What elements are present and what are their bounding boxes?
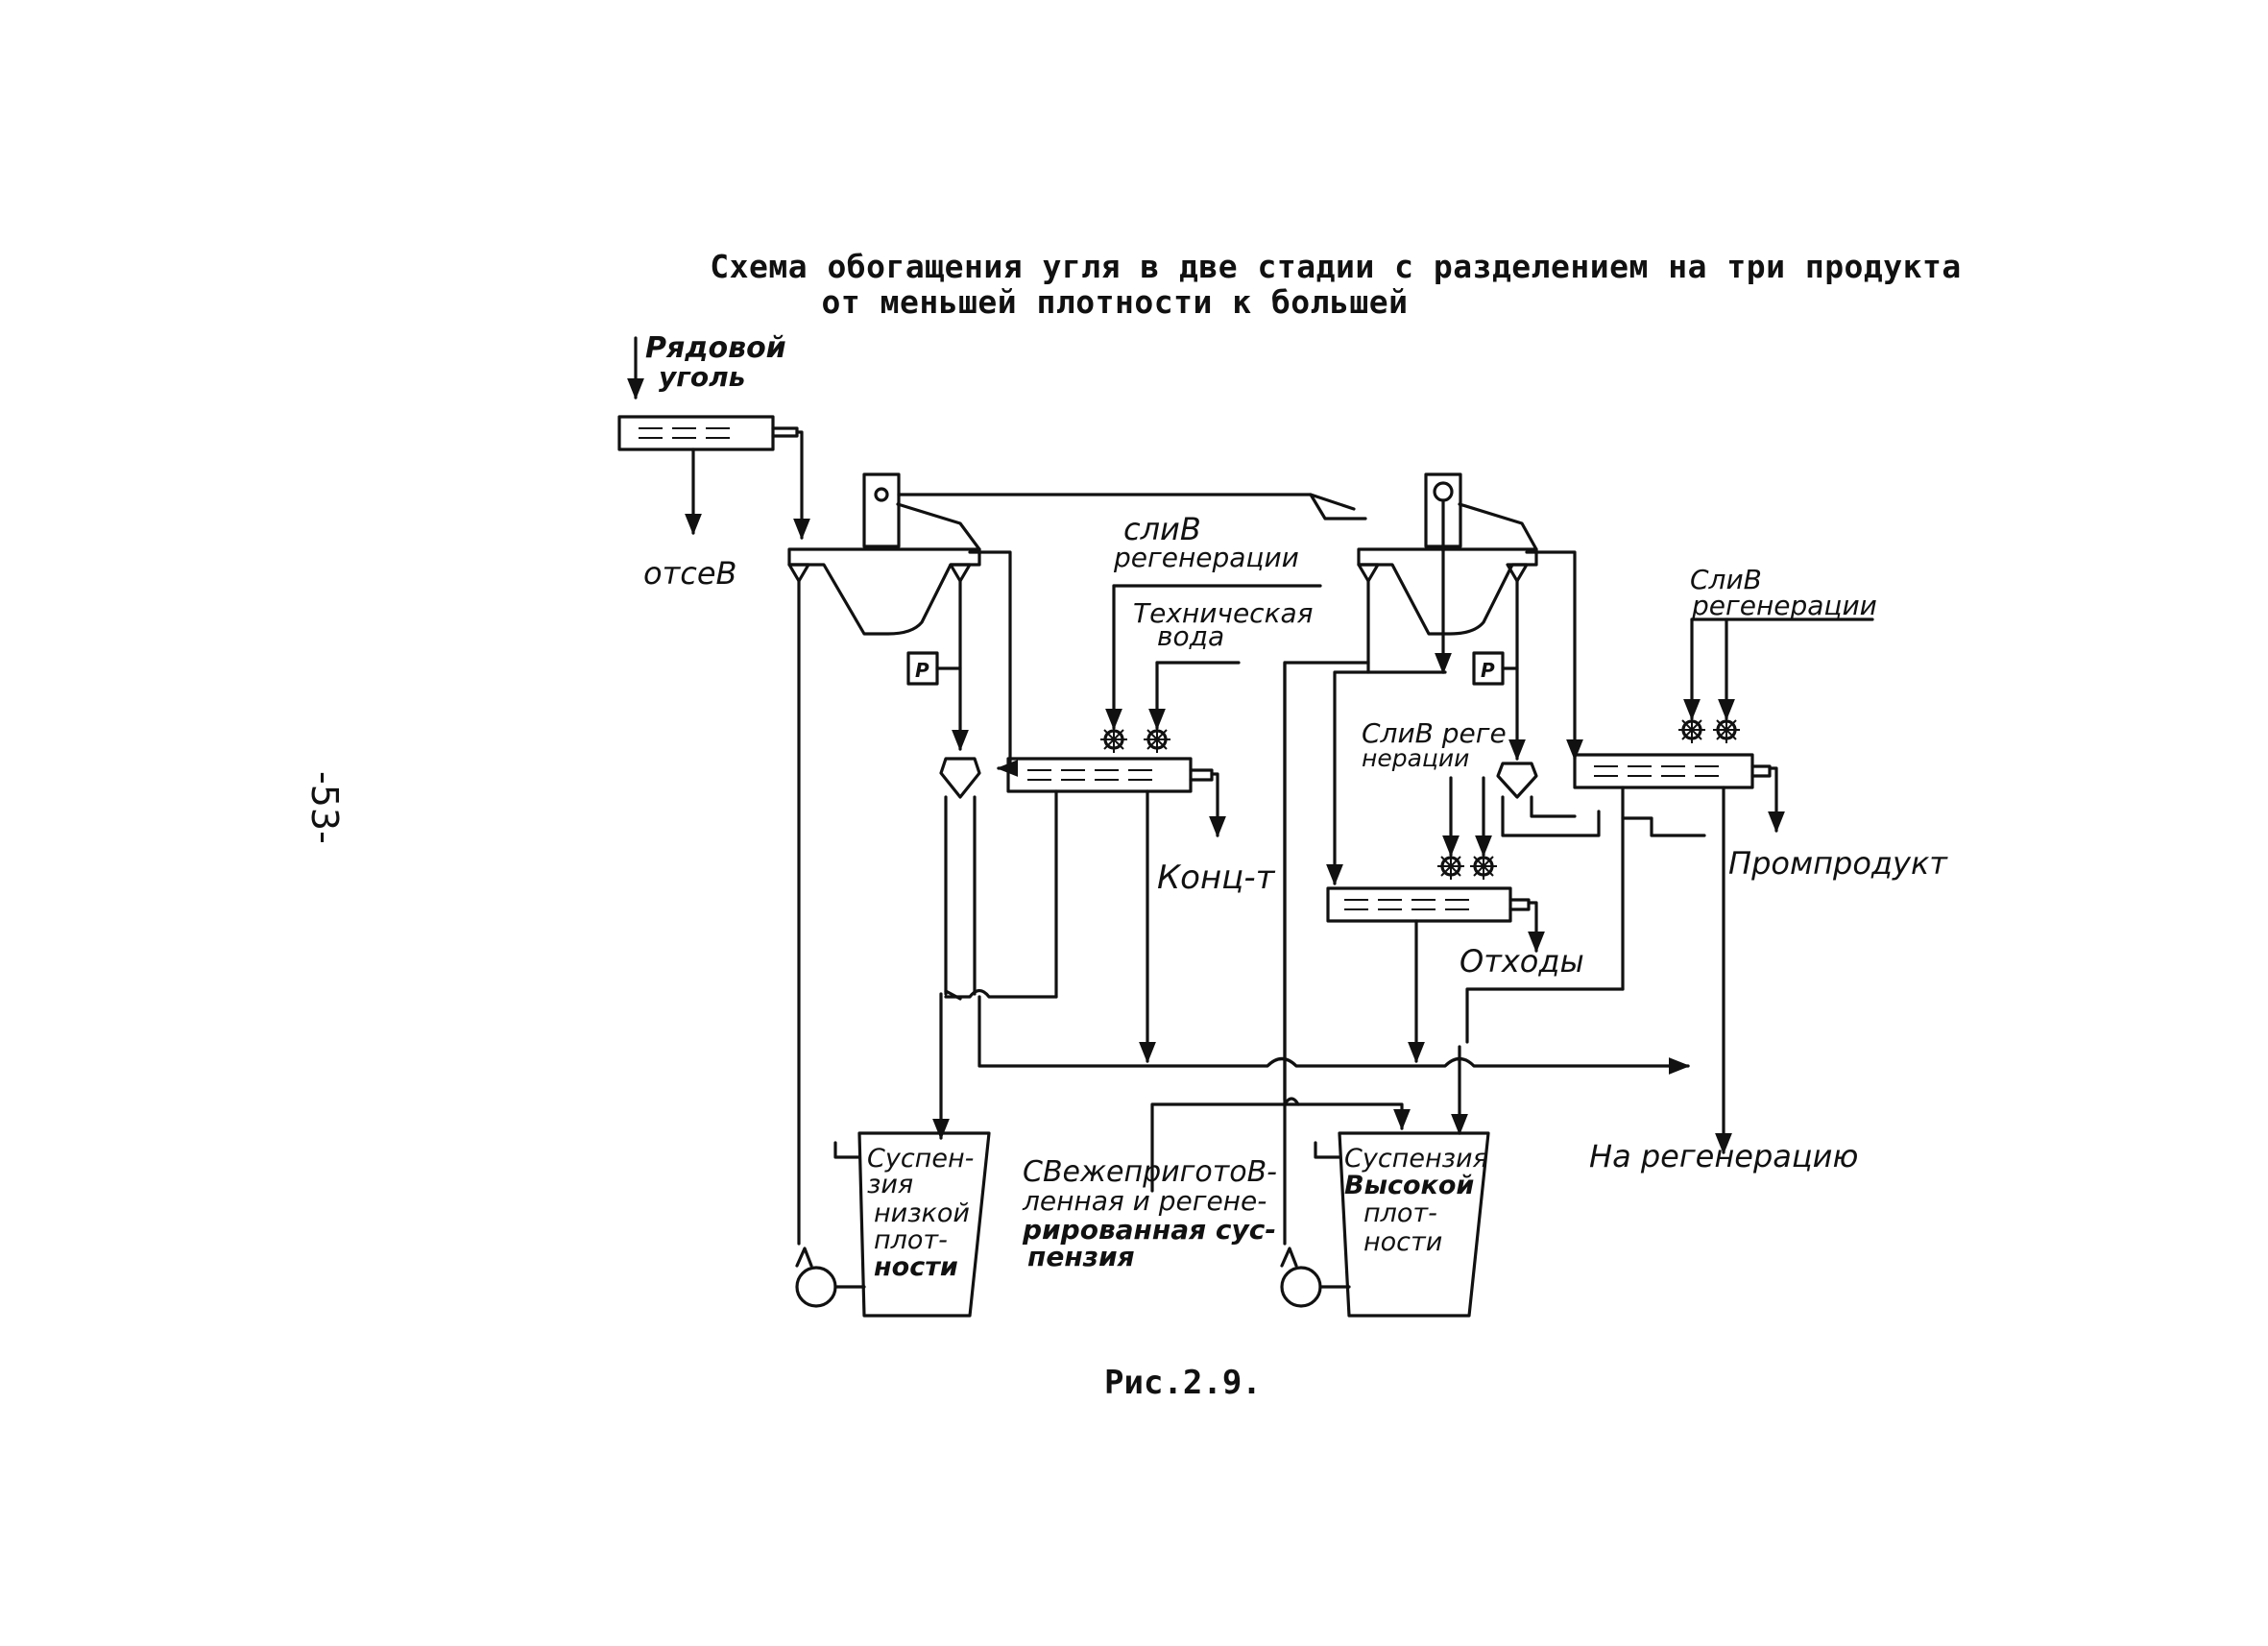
label-middlings: Промпродукт	[1728, 845, 1948, 882]
drain-screen-waste	[1326, 886, 1531, 923]
screen1-to-separator-arrow	[793, 430, 810, 541]
middlings-underflow	[1621, 786, 1706, 837]
waste-arrow	[1527, 901, 1545, 954]
label-densimeter-1: Р	[915, 659, 929, 682]
label-high-1: Суспензия	[1344, 1144, 1488, 1174]
label-raw-coal-2: уголь	[659, 361, 745, 393]
label-fresh-4: пензия	[1027, 1241, 1135, 1272]
densimeter-1	[906, 651, 962, 686]
pump-1	[795, 1247, 866, 1308]
densimeter-2	[1472, 651, 1519, 686]
pump-2	[1280, 1247, 1351, 1308]
screen-1	[617, 415, 799, 451]
label-high-3: плот-	[1363, 1198, 1437, 1228]
separator-1	[787, 472, 981, 636]
sep1-float-line	[968, 550, 1019, 777]
label-screenings: отсеВ	[643, 555, 736, 592]
label-overflow-regen-3a: СлиВ реге	[1362, 717, 1507, 749]
label-high-4: ности	[1363, 1227, 1442, 1257]
label-low-5: ности	[874, 1252, 958, 1282]
label-fresh-3: рированная сус-	[1022, 1214, 1276, 1246]
label-fresh-1: СВежеприготоВ-	[1023, 1155, 1277, 1189]
label-low-3: низкой	[874, 1198, 970, 1228]
label-tech-water-1: Техническая	[1133, 597, 1313, 629]
top-connector-branch	[1309, 493, 1356, 511]
figure-caption: Рис.2.9.	[1104, 1364, 1262, 1402]
label-overflow-regen-1a: слиВ	[1123, 511, 1201, 547]
sprays-1	[1100, 584, 1322, 753]
label-low-4: плот-	[874, 1225, 948, 1255]
sprays-3	[1437, 776, 1497, 880]
drain-screen-concentrate	[1006, 757, 1214, 793]
top-connector-line	[897, 493, 1367, 520]
label-fresh-2: ленная и регене-	[1022, 1185, 1267, 1217]
label-densimeter-2: Р	[1481, 659, 1495, 682]
label-raw-coal-1: Рядовой	[645, 331, 786, 365]
sprays-2	[1678, 617, 1874, 743]
label-low-1: Суспен-	[867, 1144, 974, 1174]
regeneration-collector-line	[977, 995, 1691, 1075]
tank-low-density	[833, 1131, 991, 1318]
fresh-crossover	[1283, 1097, 1300, 1106]
concentrate-arrow	[1209, 772, 1226, 838]
label-overflow-regen-3b: нерации	[1362, 744, 1469, 772]
label-low-2: зия	[867, 1170, 913, 1199]
diagram-title-line2: от меньшей плотности к большей	[821, 283, 1409, 321]
label-to-regeneration: На регенерацию	[1589, 1138, 1858, 1174]
separator-2	[1357, 472, 1538, 636]
diagram-title-line1: Схема обогащения угля в две стадии с раз…	[710, 248, 1962, 285]
label-high-2: Высокой	[1344, 1171, 1474, 1200]
sep2-to-waste-screen	[1326, 661, 1370, 886]
middlings-return	[1465, 987, 1625, 1044]
sep2-float-line	[1525, 550, 1583, 762]
label-waste: Отходы	[1460, 943, 1584, 980]
label-overflow-regen-2a: СлиВ	[1690, 564, 1762, 595]
tank-high-density	[1314, 1131, 1490, 1318]
cone-thickener-2	[1496, 762, 1601, 837]
label-overflow-regen-1b: регенерации	[1113, 542, 1299, 573]
label-tech-water-2: вода	[1157, 620, 1224, 652]
cone-thickener-1	[939, 757, 981, 1001]
screen2-underflow-return	[944, 988, 1058, 999]
fresh-suspension-line	[1150, 1102, 1411, 1193]
label-concentrate: Конц-т	[1157, 859, 1276, 897]
drain-screen-middlings	[1573, 753, 1772, 789]
middlings-arrow	[1768, 766, 1785, 834]
label-overflow-regen-2b: регенерации	[1691, 590, 1877, 621]
